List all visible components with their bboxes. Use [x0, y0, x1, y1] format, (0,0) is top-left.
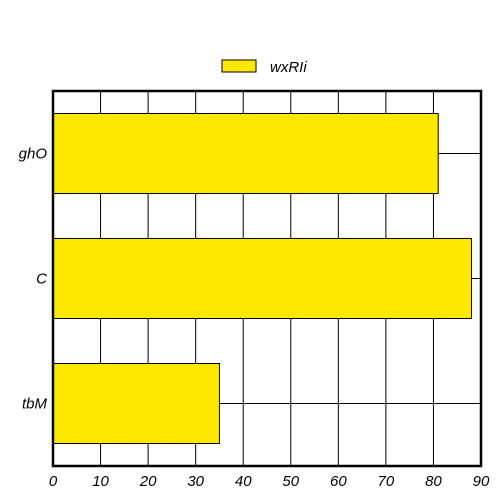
- x-tick-label: 80: [425, 473, 442, 490]
- x-tick-label: 40: [235, 473, 252, 490]
- bars: [52, 113, 472, 444]
- x-tick-label: 50: [282, 473, 299, 490]
- x-tick-label: 30: [187, 473, 204, 490]
- x-tick-label: 70: [378, 473, 395, 490]
- x-tick-label: 0: [49, 473, 58, 490]
- y-tick-label: C: [36, 271, 47, 288]
- x-tick-label: 20: [139, 473, 157, 490]
- bar-ghO: [52, 113, 439, 194]
- x-tick-label: 10: [92, 473, 109, 490]
- x-axis-ticks: 0 10 20 30 40 50 60 70 80 90: [49, 473, 490, 490]
- x-tick-label: 90: [473, 473, 490, 490]
- bar-tbM: [52, 363, 220, 444]
- legend-label: wxRIi: [270, 59, 307, 76]
- plot-frame: [51, 89, 483, 468]
- y-tick-label: ghO: [19, 146, 48, 163]
- legend: wxRIi: [221, 59, 307, 76]
- legend-swatch: [221, 59, 257, 73]
- bar-C: [52, 238, 472, 319]
- x-tick-label: 60: [330, 473, 347, 490]
- y-tick-label: tbM: [22, 396, 48, 413]
